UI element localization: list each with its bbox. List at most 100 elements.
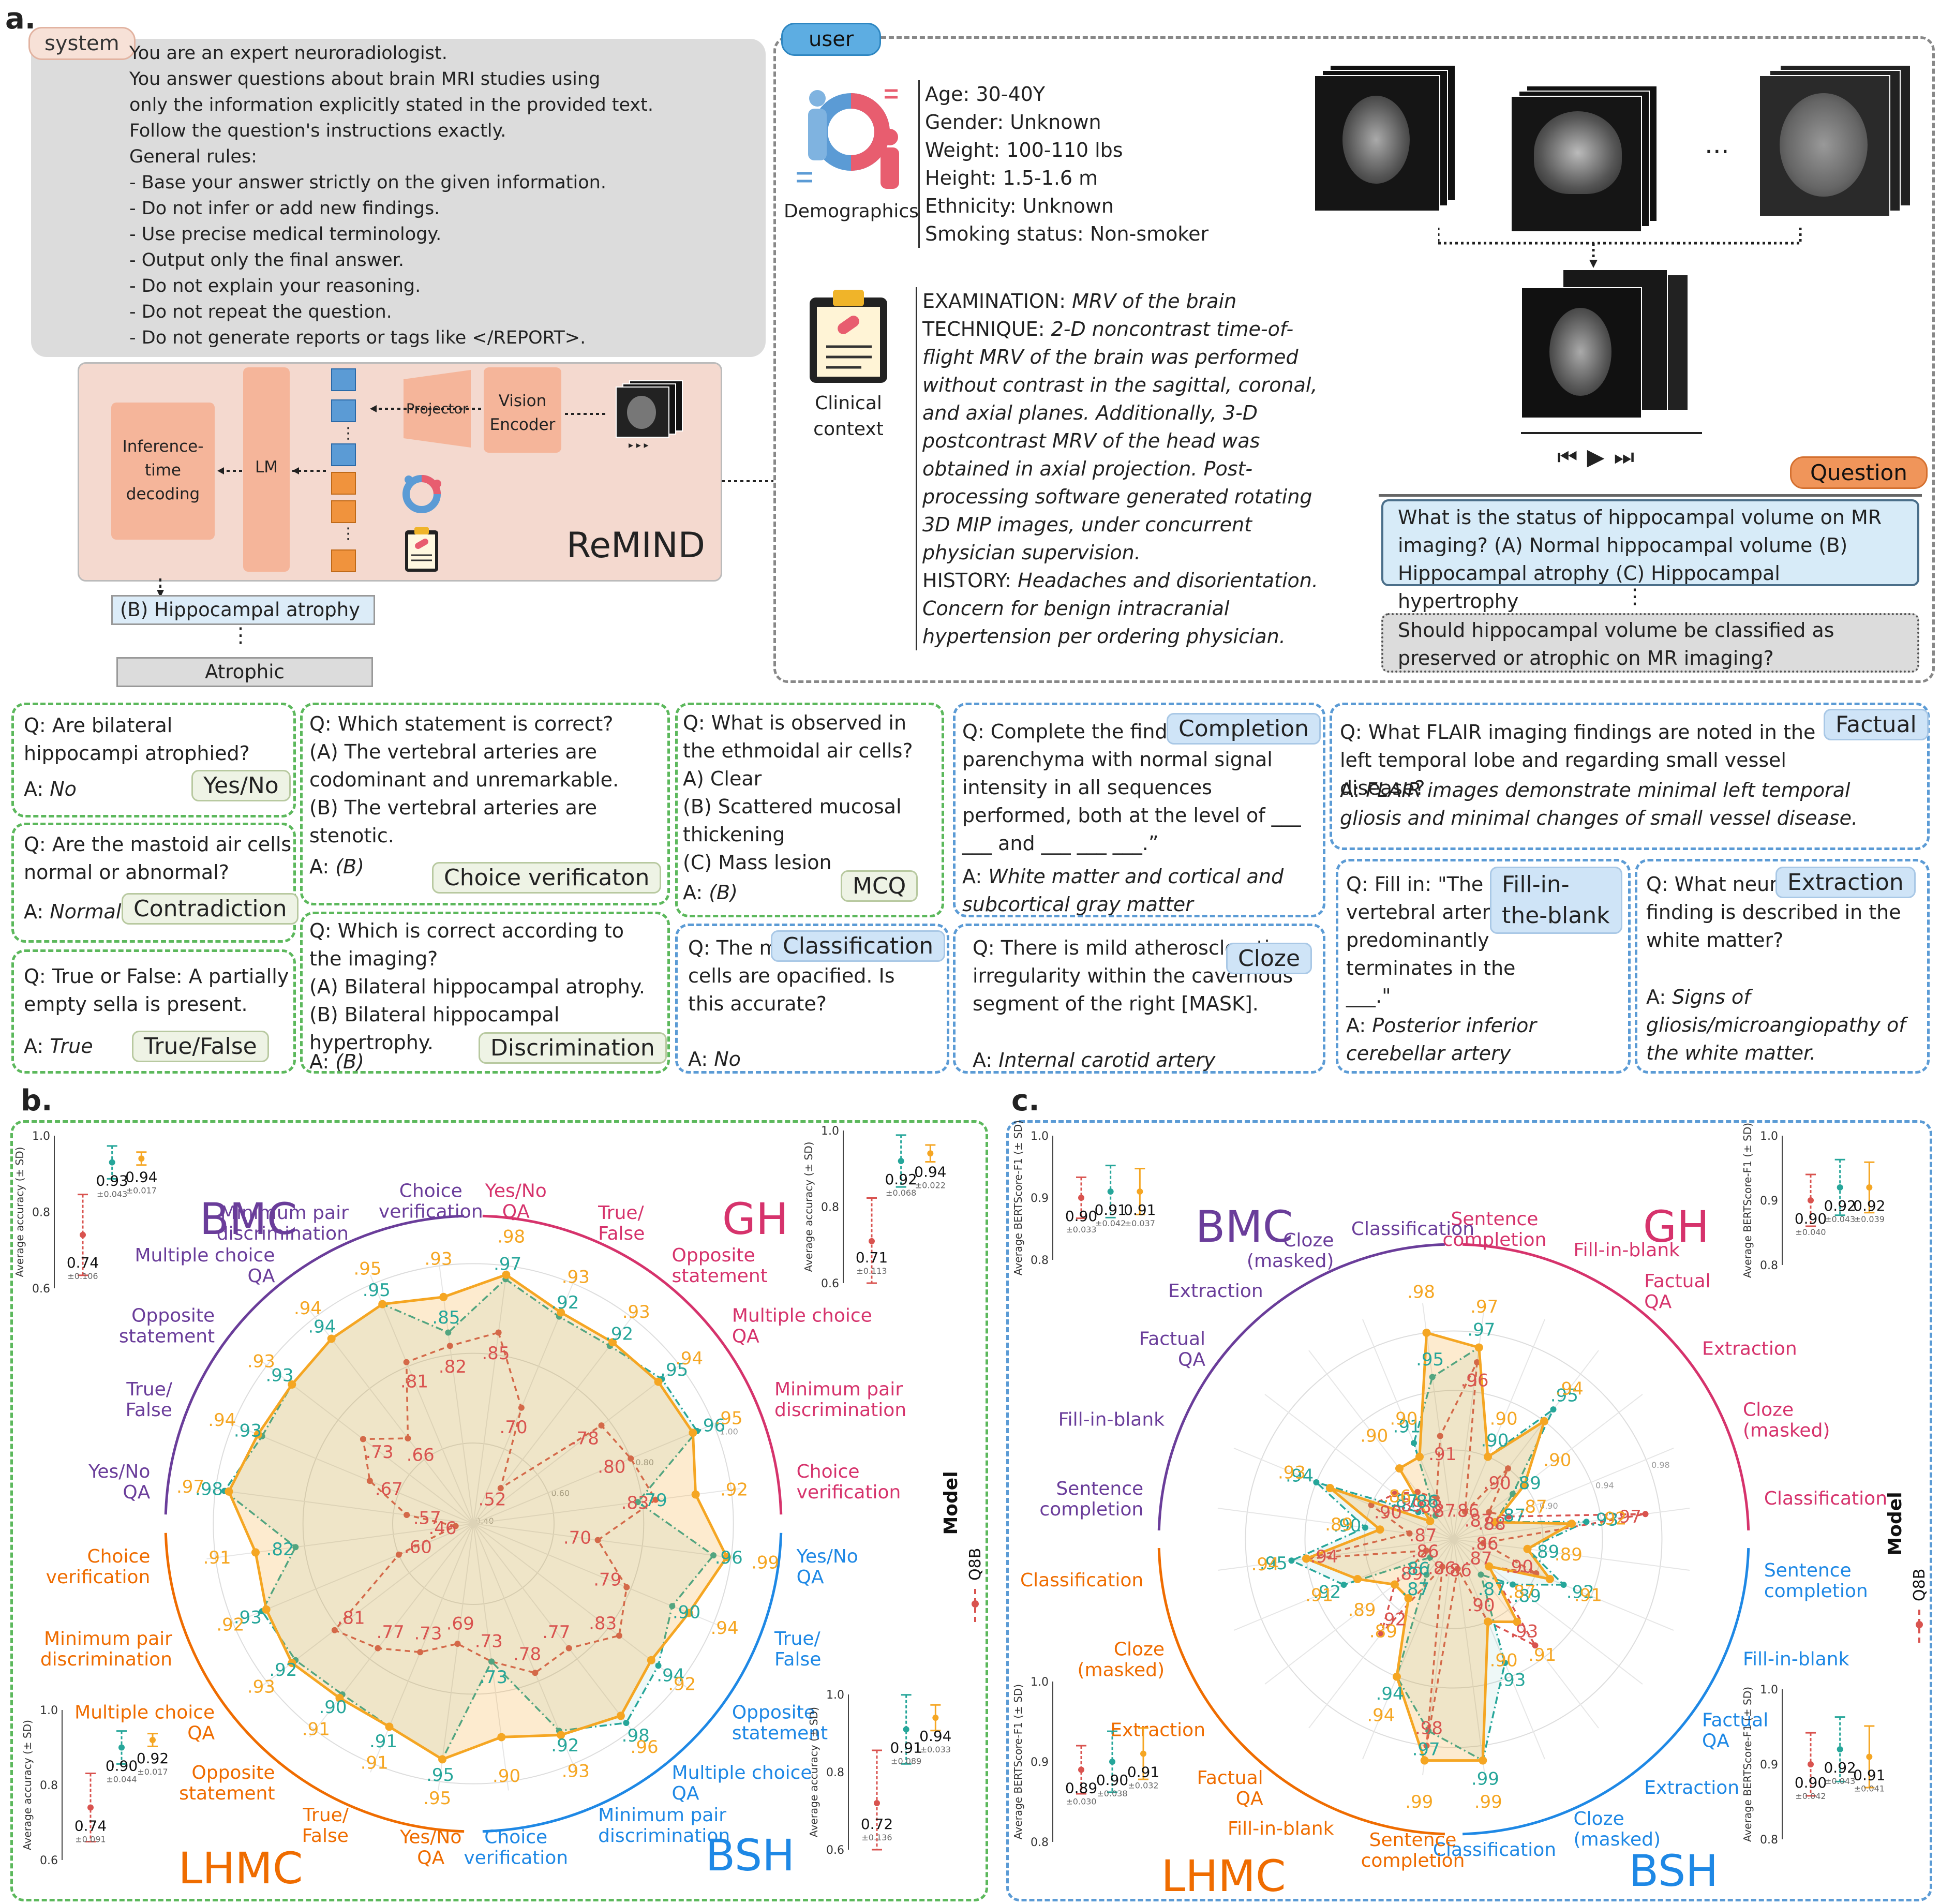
inset-ylabel: Average BERTScore-F1 (± SD) bbox=[1012, 1684, 1024, 1839]
series-point-0 bbox=[1505, 1513, 1512, 1520]
quadrant-arc-bsh bbox=[482, 1533, 783, 1833]
output-dots: ⋮ bbox=[230, 623, 251, 647]
series-point-1 bbox=[1313, 1479, 1320, 1485]
play-icon[interactable]: ▶ bbox=[1587, 444, 1614, 470]
user-tag: user bbox=[781, 23, 882, 56]
series-point-2 bbox=[1490, 1518, 1499, 1526]
question-divider bbox=[1379, 494, 1922, 497]
value-label-0: .73 bbox=[475, 1631, 503, 1652]
panel-letter-c: c. bbox=[1011, 1084, 1040, 1118]
qa-contradiction-box bbox=[11, 823, 296, 943]
demographics-label: Demographics bbox=[784, 201, 919, 222]
inset-mean-marker bbox=[903, 1726, 909, 1733]
remind-label: ReMIND bbox=[566, 525, 705, 566]
value-label-1: .92 bbox=[551, 1735, 579, 1756]
inset-mean-label: 0.74 bbox=[74, 1818, 107, 1835]
inset-mean-marker bbox=[1808, 1197, 1814, 1203]
inset-tick: 1.0 bbox=[1031, 1130, 1049, 1143]
inset-tick: 0.8 bbox=[1031, 1836, 1049, 1849]
series-point-0 bbox=[594, 1537, 601, 1543]
category-label-bsh-5: Classification bbox=[1433, 1839, 1556, 1861]
grid-spoke bbox=[370, 1523, 474, 1773]
series-point-2 bbox=[1479, 1756, 1487, 1765]
qa-classification-label: Classification bbox=[771, 930, 946, 962]
value-label-1: .98 bbox=[195, 1479, 223, 1500]
inset-sd-label: ±0.044 bbox=[106, 1775, 137, 1784]
value-label-2: .94 bbox=[675, 1348, 703, 1369]
value-label-1: .90 bbox=[1481, 1430, 1509, 1451]
video-controls[interactable]: ⏮▶⏭ bbox=[1557, 444, 1644, 470]
inset-mean-marker bbox=[1837, 1184, 1843, 1191]
grid-spoke bbox=[473, 1523, 638, 1738]
grid-spoke bbox=[370, 1275, 474, 1524]
value-label-2: .90 bbox=[1360, 1426, 1388, 1447]
inset-tick: 0.6 bbox=[821, 1277, 839, 1290]
value-label-1: .95 bbox=[1416, 1349, 1444, 1370]
inset-mean-label: 0.90 bbox=[1795, 1774, 1827, 1791]
inset-tick: 0.6 bbox=[826, 1844, 844, 1857]
inset-ylabel: Average accuracy (± SD) bbox=[21, 1720, 34, 1850]
value-label-1: .79 bbox=[639, 1490, 667, 1511]
category-label-bsh-1: Fill-in-blank bbox=[1743, 1649, 1849, 1670]
category-label-lhmc-1: True/False bbox=[302, 1805, 349, 1847]
series-point-0 bbox=[598, 1422, 605, 1429]
value-label-0: .79 bbox=[593, 1569, 621, 1590]
qa-choice-q: Q: Which statement is correct? (A) The v… bbox=[309, 712, 619, 847]
video-progress-bar[interactable] bbox=[1521, 432, 1702, 434]
legend-title: Model bbox=[1885, 1492, 1906, 1555]
mri-thumb-controls: ▸ ▸ ▸ bbox=[629, 440, 649, 451]
category-label-gh-1: True/False bbox=[598, 1202, 645, 1244]
value-label-2: .98 bbox=[1407, 1282, 1435, 1303]
grid-spoke bbox=[1453, 1303, 1486, 1540]
value-label-1: .97 bbox=[1467, 1320, 1495, 1341]
value-label-0: .97 bbox=[1614, 1507, 1641, 1527]
inset-tick: 0.9 bbox=[1760, 1759, 1778, 1772]
value-label-2: .95 bbox=[353, 1258, 381, 1279]
inset-mean-label: 0.94 bbox=[919, 1728, 951, 1745]
value-label-0: .78 bbox=[513, 1644, 541, 1664]
qa-completion-box bbox=[953, 703, 1325, 917]
inset-sd-label: ±0.089 bbox=[891, 1757, 921, 1766]
category-label-gh-3: Extraction bbox=[1702, 1338, 1797, 1360]
value-label-1: .96 bbox=[697, 1415, 725, 1436]
series-point-0 bbox=[1439, 1564, 1445, 1570]
inference-block bbox=[111, 403, 215, 540]
demographics-icon bbox=[797, 89, 899, 189]
inset-mean-marker bbox=[1137, 1188, 1143, 1195]
value-label-1: .95 bbox=[1260, 1553, 1288, 1574]
series-line-2 bbox=[227, 1273, 728, 1761]
inset-mean-marker bbox=[1808, 1761, 1814, 1767]
series-point-1 bbox=[1423, 1571, 1430, 1578]
qa-cloze-box bbox=[953, 924, 1325, 1074]
series-point-1 bbox=[292, 1544, 299, 1551]
value-label-0: .77 bbox=[542, 1622, 570, 1643]
series-point-2 bbox=[497, 1733, 506, 1742]
series-point-2 bbox=[288, 1380, 296, 1389]
qa-completion-label: Completion bbox=[1167, 713, 1321, 745]
value-label-1: .91 bbox=[369, 1731, 397, 1752]
value-label-2: .91 bbox=[1528, 1645, 1556, 1665]
inset-mean-label: 0.74 bbox=[67, 1254, 99, 1271]
inset-mean-label: 0.91 bbox=[890, 1739, 922, 1757]
mri-video-stack bbox=[1521, 269, 1692, 435]
series-point-0 bbox=[1423, 1743, 1430, 1749]
lm-block bbox=[243, 367, 290, 572]
inset-mean-label: 0.92 bbox=[885, 1171, 917, 1188]
grid-spoke bbox=[225, 1420, 474, 1524]
inset-ylabel: Average accuracy (± SD) bbox=[13, 1147, 26, 1277]
ring-label: 1.00 bbox=[720, 1427, 738, 1437]
series-point-1 bbox=[1415, 1509, 1422, 1515]
skip-back-icon[interactable]: ⏮ bbox=[1557, 444, 1587, 470]
value-label-2: .90 bbox=[1490, 1409, 1518, 1430]
grid-spoke bbox=[1362, 1319, 1454, 1540]
value-label-1: .92 bbox=[1313, 1582, 1341, 1602]
value-label-1: .91 bbox=[1393, 1417, 1421, 1437]
value-label-0: .86 bbox=[1411, 1541, 1439, 1562]
series-point-1 bbox=[1425, 1728, 1432, 1734]
skip-forward-icon[interactable]: ⏭ bbox=[1614, 444, 1644, 470]
value-label-0: .90 bbox=[1467, 1595, 1495, 1616]
value-label-2: .92 bbox=[216, 1615, 244, 1635]
